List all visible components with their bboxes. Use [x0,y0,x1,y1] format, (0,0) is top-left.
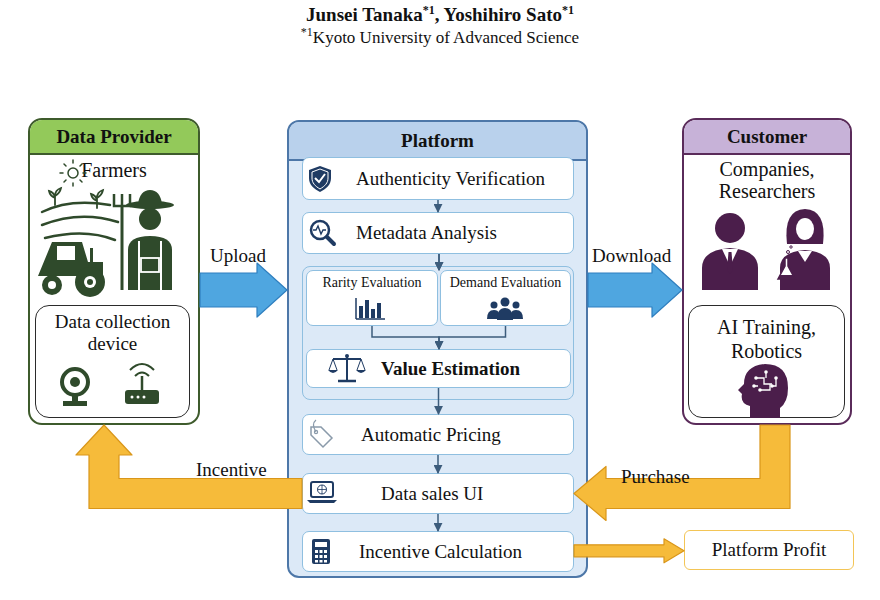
box-label: Value Estimation [381,350,570,387]
box-label: Automatic Pricing [361,415,573,454]
platform-panel: PlatformAuthenticity VerificationMetadat… [287,120,588,578]
process-box: Incentive Calculation [302,531,574,572]
box-label: Incentive Calculation [359,532,573,571]
author-text: , Yoshihiro Sato [435,4,562,25]
flow-arrow [574,539,684,563]
process-box: Metadata Analysis [302,212,574,254]
panel-heading: Platform [289,122,586,159]
affiliation-mark: *1 [423,3,435,17]
box-label: AI Training, Robotics [704,315,829,363]
flow-arrow [574,425,790,521]
process-box: Data sales UI [302,473,574,514]
box-label: Data sales UI [381,474,573,513]
edge-label: Purchase [621,466,690,488]
flow-arrow [588,263,682,317]
use-case-box: AI Training, Robotics [688,305,845,418]
box-label: Authenticity Verification [356,158,573,199]
panel-heading: Customer [684,120,850,153]
author-line: Junsei Tanaka*1, Yoshihiro Sato*1 [0,4,880,26]
evaluation-box: Demand Evaluation [440,270,571,326]
provider-panel: Data ProviderFarmersData collection devi… [28,118,200,425]
author-text: Kyoto University of Advanced Science [313,28,579,47]
process-box: Automatic Pricing [302,414,574,455]
process-box: Value Estimation [306,349,571,388]
edge-label: Download [592,245,671,267]
author-text: Junsei Tanaka [306,4,423,25]
edge-label: Upload [210,245,266,267]
evaluation-box: Rarity Evaluation [306,270,438,326]
process-box: Authenticity Verification [302,157,574,200]
flow-arrow [200,263,287,317]
affiliation-mark: *1 [562,3,574,17]
panel-heading: Data Provider [30,120,198,153]
box-label: Metadata Analysis [356,213,573,253]
group-label: Farmers [30,157,198,183]
box-label: Platform Profit [685,531,853,569]
box-label: Data collection device [44,311,181,355]
edge-label: Incentive [196,459,267,481]
box-label: Rarity Evaluation [307,275,437,291]
author-line: *1Kyoto University of Advanced Science [0,27,880,49]
customer-panel: CustomerCompanies, Researchers AI Trainin… [682,118,852,425]
box-label: Demand Evaluation [441,275,570,291]
affiliation-mark: *1 [301,25,313,39]
flow-arrow [76,425,302,509]
profit-box: Platform Profit [684,530,854,570]
group-label: Companies, Researchers [704,158,830,202]
device-box: Data collection device [35,305,190,418]
